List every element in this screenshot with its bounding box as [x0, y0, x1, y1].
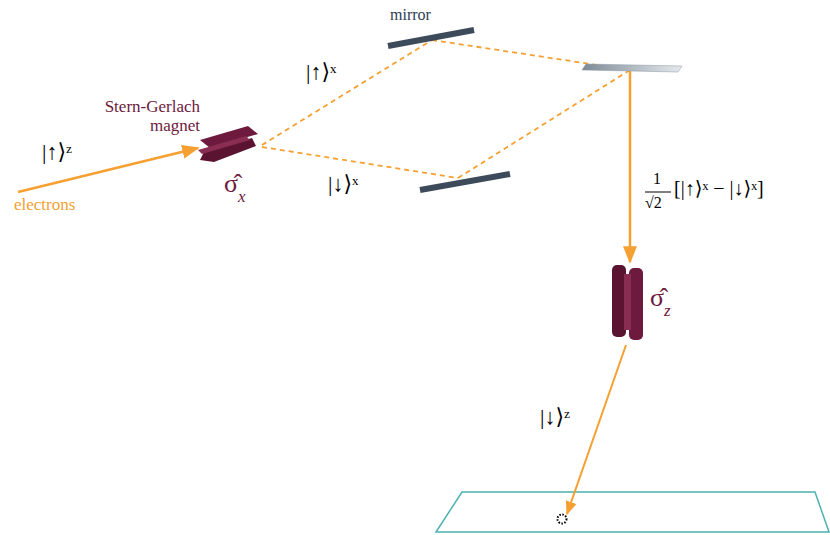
recombined-beam [629, 70, 632, 262]
detection-spot [558, 515, 567, 524]
state-label: |↓⟩ᶻ [540, 405, 570, 429]
state-label: |↑⟩ˣ [306, 60, 336, 84]
state-superposition: [|↑⟩ˣ − |↓⟩ˣ] [674, 177, 764, 199]
beam-splitter [582, 64, 682, 72]
operator-symbol: σ̂ [650, 284, 664, 313]
split-beams [262, 40, 630, 178]
fraction-denominator: √2 [645, 194, 662, 212]
mirror [388, 30, 474, 46]
detector-screen [436, 492, 829, 532]
beam-label: electrons [14, 196, 75, 215]
mirror [420, 174, 510, 190]
mirror-label: mirror [390, 6, 431, 24]
state-label: |↑⟩ᶻ [42, 140, 72, 164]
state-label: |↓⟩ˣ [328, 172, 358, 196]
fraction-numerator: 1 [653, 170, 661, 188]
fraction-bar [645, 192, 671, 193]
magnet-label: Stern-Gerlach magnet [80, 98, 200, 135]
stern-gerlach-magnet [198, 126, 258, 162]
operator-symbol: σ̂ [224, 170, 238, 199]
output-beam [567, 345, 626, 514]
stern-gerlach-magnet [612, 265, 643, 340]
operator-subscript: z [664, 302, 671, 321]
operator-subscript: x [238, 188, 246, 207]
